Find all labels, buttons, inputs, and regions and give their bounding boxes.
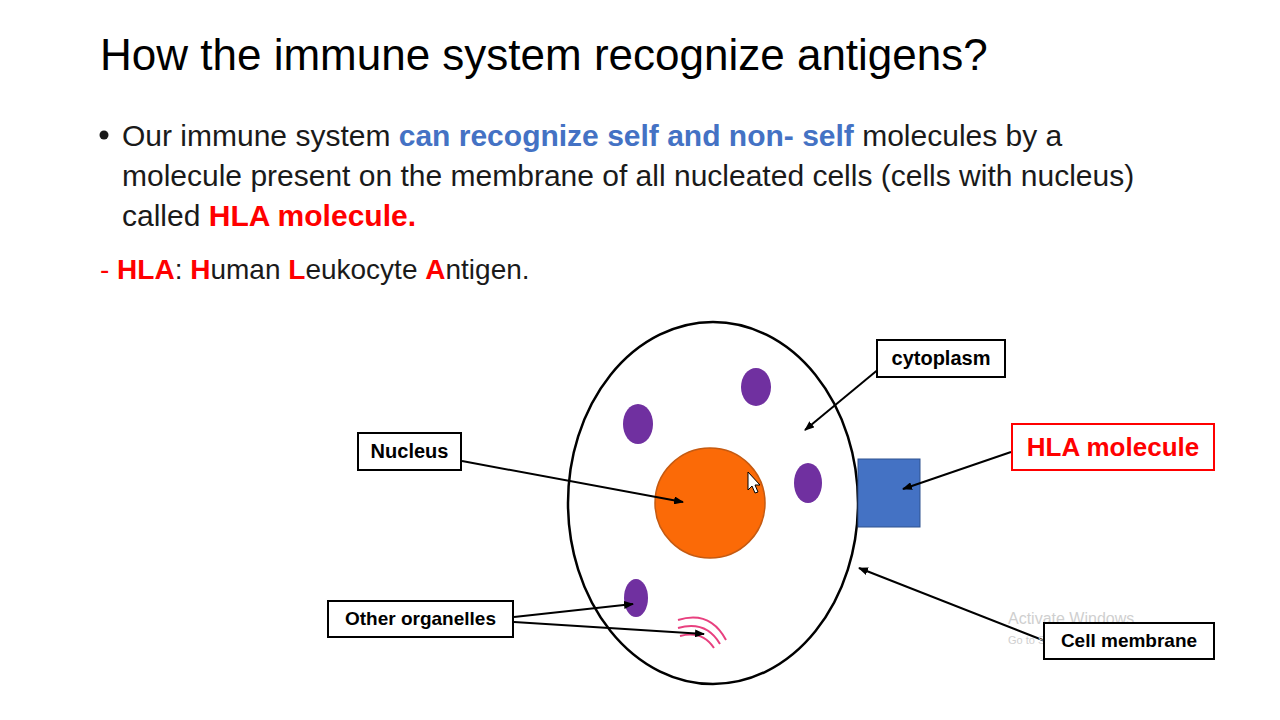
text-run: :	[175, 254, 183, 285]
text-run: A	[425, 254, 445, 285]
hla-molecule-shape	[858, 459, 920, 527]
text-run: can recognize self and non- self	[399, 119, 854, 152]
text-run: -	[100, 254, 109, 285]
text-run: eukocyte	[305, 254, 417, 285]
callout-text: HLA molecule	[1027, 432, 1199, 463]
text-run: uman	[210, 254, 280, 285]
text-run: H	[190, 254, 210, 285]
callout-box: cytoplasm	[876, 339, 1006, 378]
highlight-callout-box: HLA molecule	[1011, 423, 1215, 471]
cell-outline	[568, 322, 858, 684]
text-run: ntigen.	[445, 254, 529, 285]
text-run: L	[288, 254, 305, 285]
bullet-paragraph: Our immune system can recognize self and…	[122, 116, 1182, 236]
text-run: HLA	[117, 254, 175, 285]
callout-box: Cell membrane	[1043, 622, 1215, 660]
callout-box: Nucleus	[357, 432, 462, 471]
organelle-shape	[623, 404, 653, 444]
callout-text: Cell membrane	[1061, 630, 1197, 652]
callout-text: cytoplasm	[892, 347, 991, 370]
leader-lines	[462, 368, 1045, 641]
text-run: Our immune system	[122, 119, 390, 152]
mouse-cursor	[748, 472, 760, 493]
slide-title: How the immune system recognize antigens…	[100, 30, 988, 80]
text-run: HLA molecule.	[209, 199, 416, 232]
organelle-shape	[624, 579, 648, 617]
organelle-shape	[741, 368, 771, 406]
definition-line: - HLA: Human Leukocyte Antigen.	[100, 252, 1000, 288]
callout-text: Other organelles	[345, 608, 496, 630]
organelle-shape	[794, 463, 822, 503]
nucleus-shape	[655, 448, 765, 558]
callout-box: Other organelles	[327, 600, 514, 638]
bullet-dot	[100, 131, 109, 140]
callout-text: Nucleus	[371, 440, 449, 463]
